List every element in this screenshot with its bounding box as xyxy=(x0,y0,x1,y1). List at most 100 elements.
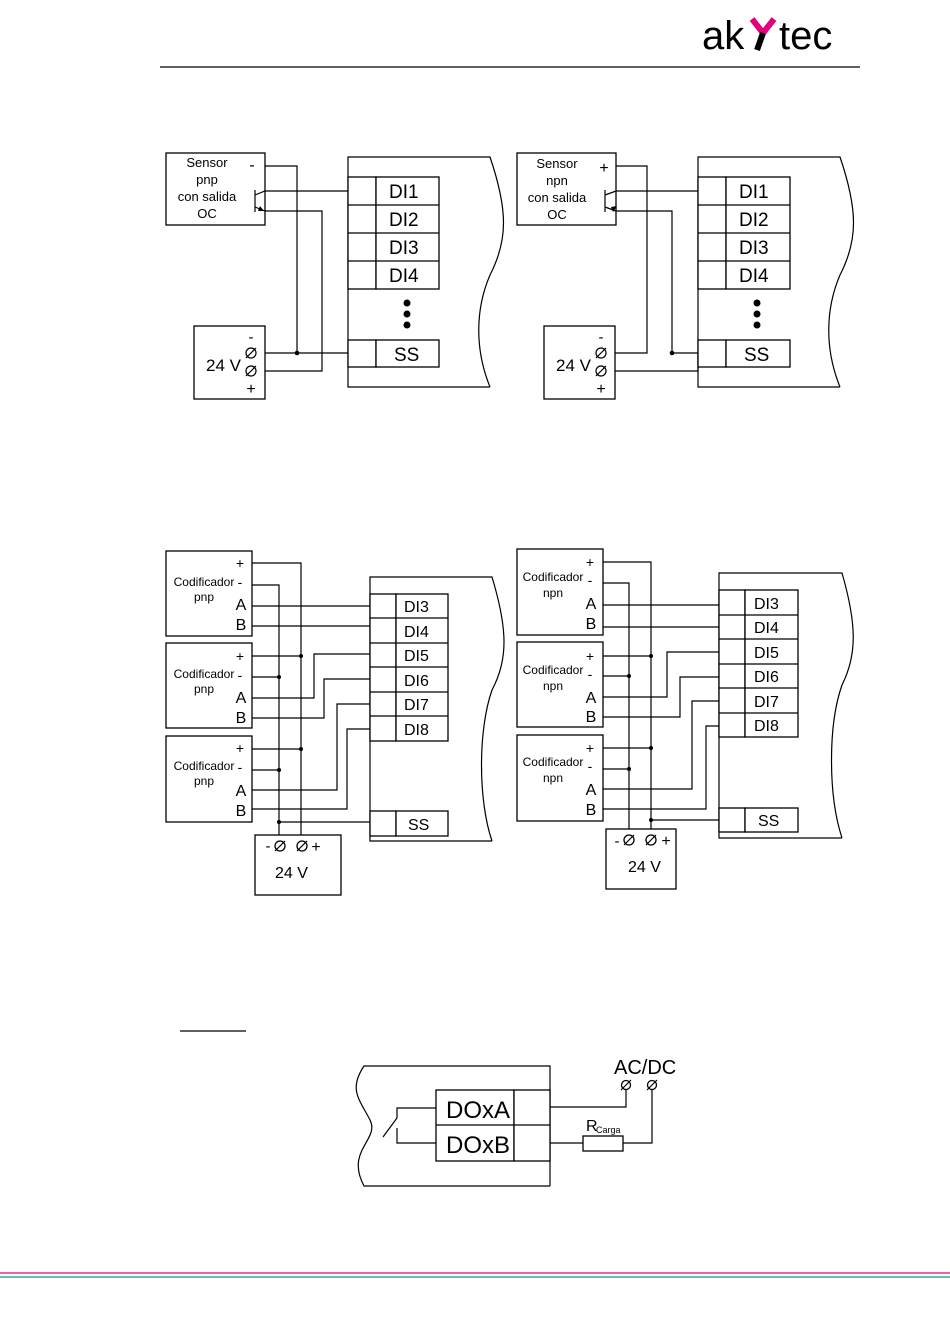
junction-dot xyxy=(649,746,653,750)
junction-dot xyxy=(277,768,281,772)
akytec-logo: ak tec xyxy=(702,14,832,58)
sensor-label-2: npn xyxy=(546,173,568,188)
wire-emitter-psu xyxy=(250,210,323,372)
ellipsis-dot-icon xyxy=(403,310,411,318)
logo-text-ak: ak xyxy=(702,14,745,58)
terminal-slash-icon xyxy=(646,1079,658,1091)
encoder-2: Codificador npn + - A B xyxy=(516,641,604,728)
svg-text:-: - xyxy=(588,666,593,682)
common-label: SS xyxy=(394,345,419,366)
svg-text:A: A xyxy=(586,782,597,799)
device-body xyxy=(355,1065,551,1187)
fig1-left-diagram: Sensor pnp con salida OC - 24 V - + xyxy=(165,152,505,400)
psu-plus: + xyxy=(661,833,670,850)
sensor-label-2: pnp xyxy=(196,172,218,187)
ellipsis-dot-icon xyxy=(753,310,761,318)
svg-text:B: B xyxy=(236,617,247,634)
svg-text:+: + xyxy=(586,648,594,664)
input-label: DI3 xyxy=(389,238,419,259)
junction-dot xyxy=(649,818,653,822)
terminal-slash-icon xyxy=(245,365,257,377)
sensor-label-3: con salida xyxy=(178,189,237,204)
sensor-terminal-sign: - xyxy=(249,157,254,174)
supply-label: AC/DC xyxy=(614,1057,676,1079)
svg-text:+: + xyxy=(586,554,594,570)
encoder-wiring xyxy=(603,561,719,838)
transistor-arrow-icon xyxy=(611,206,617,212)
psu-minus: - xyxy=(615,833,620,850)
svg-text:-: - xyxy=(588,758,593,774)
terminal-slash-icon xyxy=(274,840,286,852)
encoder-type: npn xyxy=(543,771,563,785)
load-label: R xyxy=(586,1118,598,1135)
svg-text:+: + xyxy=(236,740,244,756)
encoder-type: pnp xyxy=(194,774,214,788)
output-label: DOxA xyxy=(446,1097,510,1124)
psu-label: 24 V xyxy=(275,865,308,882)
common-label: SS xyxy=(758,813,779,830)
logo-text-tec: tec xyxy=(779,14,832,58)
junction-dot xyxy=(277,675,281,679)
input-label: DI5 xyxy=(754,645,779,662)
fig3-output-diagram: DOxA DOxB AC/DC R Carga xyxy=(355,1057,676,1187)
svg-text:+: + xyxy=(586,740,594,756)
sensor-terminal-sign: + xyxy=(599,160,608,177)
encoder-title: Codificador xyxy=(523,570,584,584)
terminal-slash-icon xyxy=(595,347,607,359)
input-label: DI4 xyxy=(389,266,419,287)
device-body xyxy=(718,572,854,839)
psu-box xyxy=(543,325,616,400)
encoder-type: pnp xyxy=(194,590,214,604)
fig1-right-diagram: Sensor npn con salida OC + 24 V - + xyxy=(516,152,855,400)
psu-label: 24 V xyxy=(628,859,661,876)
input-label: DI6 xyxy=(404,673,429,690)
encoder-title: Codificador xyxy=(174,667,235,681)
svg-text:-: - xyxy=(588,572,593,588)
encoder-type: pnp xyxy=(194,682,214,696)
psu-box xyxy=(605,828,677,890)
terminal-block: DI1 DI2 DI3 DI4 xyxy=(347,176,440,290)
psu-plus: + xyxy=(596,381,605,398)
svg-text:+: + xyxy=(236,648,244,664)
terminal-slash-icon xyxy=(623,834,635,846)
sensor-label-4: OC xyxy=(547,207,567,222)
input-label: DI3 xyxy=(739,238,769,259)
sensor-label-4: OC xyxy=(197,206,217,221)
wire-supply-doxa xyxy=(550,1090,627,1108)
logo-y-stem-icon xyxy=(754,32,766,51)
terminal-icon xyxy=(245,347,257,359)
input-label: DI6 xyxy=(754,669,779,686)
sensor-box xyxy=(165,152,266,226)
device-body xyxy=(369,576,505,842)
input-label: DI2 xyxy=(389,210,419,231)
output-terminal-block: DOxA DOxB xyxy=(435,1089,551,1162)
encoder-1: Codificador pnp + - A B xyxy=(165,550,253,637)
input-label: DI1 xyxy=(739,182,769,203)
input-label: DI7 xyxy=(754,694,779,711)
input-label: DI3 xyxy=(404,599,429,616)
terminal-slash-icon xyxy=(620,1079,632,1091)
junction-dot xyxy=(649,654,653,658)
encoder-type: npn xyxy=(543,679,563,693)
input-label: DI4 xyxy=(739,266,769,287)
sensor-box xyxy=(516,152,617,226)
device-body xyxy=(697,156,855,388)
terminal-block: DI1 DI2 DI3 DI4 xyxy=(697,176,791,290)
terminal-icon xyxy=(595,365,607,377)
svg-text:A: A xyxy=(236,783,247,800)
encoder-title: Codificador xyxy=(523,755,584,769)
junction-dot xyxy=(277,820,281,824)
encoder-title: Codificador xyxy=(174,575,235,589)
terminal-slash-icon xyxy=(245,347,257,359)
fig2-right-diagram: Codificador npn + - A B Codificador npn … xyxy=(516,548,854,890)
terminal-block: DI3 DI4 DI5 DI6 DI7 DI8 xyxy=(718,589,799,738)
common-label: SS xyxy=(744,345,769,366)
terminal-slash-icon xyxy=(645,834,657,846)
logo-y-accent-icon xyxy=(749,17,777,36)
terminal-slash-icon xyxy=(296,840,308,852)
encoder-type: npn xyxy=(543,586,563,600)
sensor-label-3: con salida xyxy=(528,190,587,205)
svg-text:B: B xyxy=(586,709,597,726)
input-label: DI3 xyxy=(754,596,779,613)
